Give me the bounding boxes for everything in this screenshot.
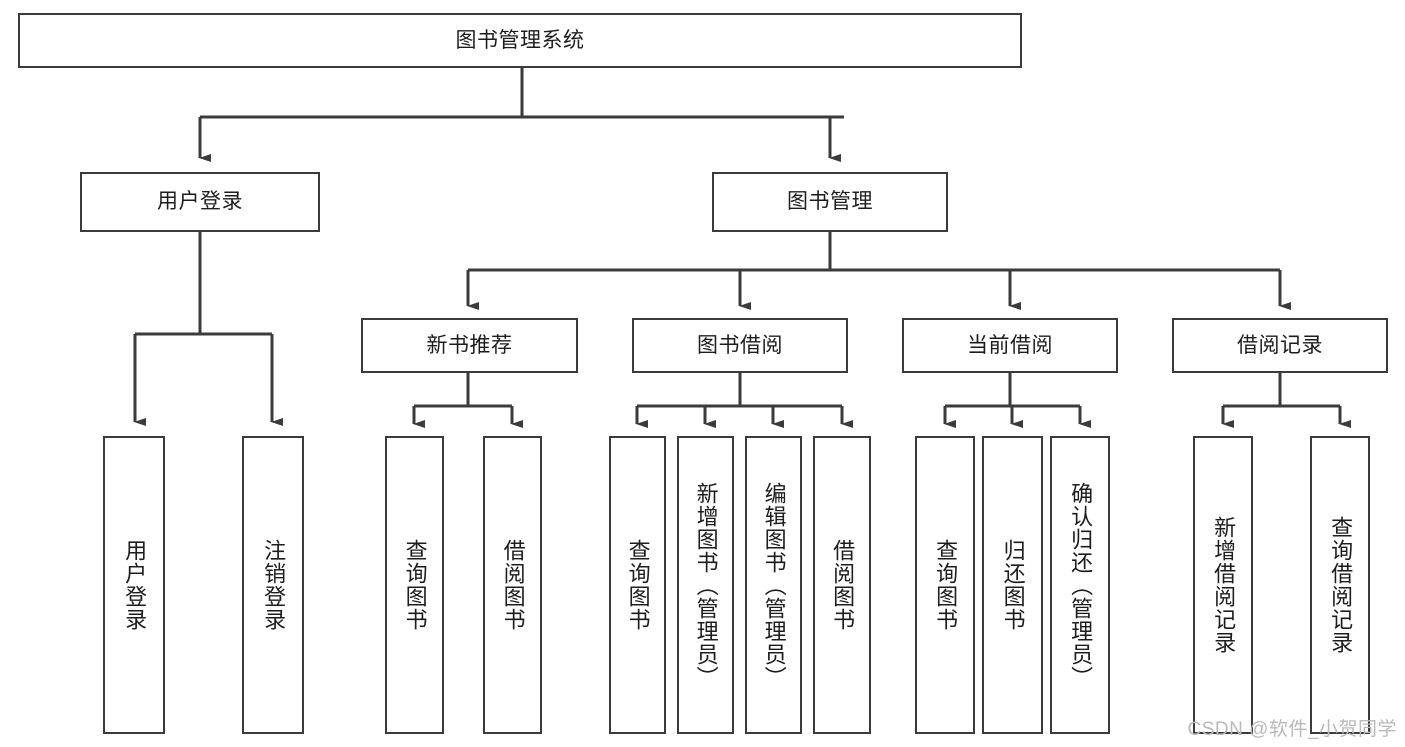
node-book-borrow[interactable]: 图书借阅 xyxy=(632,318,848,373)
node-leaf-logout-label: 注销登录 xyxy=(261,539,287,631)
node-leaf-return-book[interactable]: 归还图书 xyxy=(982,436,1043,734)
node-new-book-recommend[interactable]: 新书推荐 xyxy=(361,318,578,373)
node-leaf-return-book-label: 归还图书 xyxy=(1000,539,1026,631)
node-leaf-query-book-newbook-label: 查询图书 xyxy=(402,539,428,631)
node-current-borrow-label: 当前借阅 xyxy=(967,333,1053,357)
node-book-borrow-label: 图书借阅 xyxy=(697,333,783,357)
node-user-login-label: 用户登录 xyxy=(157,190,243,214)
node-borrow-record-label: 借阅记录 xyxy=(1237,333,1323,357)
node-book-management-label: 图书管理 xyxy=(787,190,873,214)
node-leaf-borrow-book-newbook-label: 借阅图书 xyxy=(500,539,526,631)
node-user-login[interactable]: 用户登录 xyxy=(80,172,320,232)
node-current-borrow[interactable]: 当前借阅 xyxy=(902,318,1118,373)
node-leaf-query-borrow-record[interactable]: 查询借阅记录 xyxy=(1310,436,1370,734)
node-book-management[interactable]: 图书管理 xyxy=(712,172,948,232)
node-leaf-confirm-return-admin[interactable]: 确认归还（管理员） xyxy=(1050,436,1110,734)
node-leaf-edit-book-admin-label: 编辑图书（管理员） xyxy=(761,481,787,689)
node-leaf-query-book-borrow-label: 查询图书 xyxy=(625,539,651,631)
node-root-label: 图书管理系统 xyxy=(455,28,585,52)
node-leaf-borrow-book-label: 借阅图书 xyxy=(830,539,856,631)
watermark: CSDN @软件_小贺同学 xyxy=(1187,719,1397,740)
node-leaf-borrow-book[interactable]: 借阅图书 xyxy=(813,436,871,734)
node-leaf-borrow-book-newbook[interactable]: 借阅图书 xyxy=(483,436,542,734)
node-borrow-record[interactable]: 借阅记录 xyxy=(1172,318,1388,373)
node-leaf-confirm-return-admin-label: 确认归还（管理员） xyxy=(1068,481,1094,689)
node-leaf-add-book-admin[interactable]: 新增图书（管理员） xyxy=(677,436,734,734)
node-leaf-query-book-borrow[interactable]: 查询图书 xyxy=(609,436,666,734)
node-leaf-query-book-current[interactable]: 查询图书 xyxy=(915,436,975,734)
node-leaf-add-borrow-record[interactable]: 新增借阅记录 xyxy=(1193,436,1253,734)
node-leaf-query-book-current-label: 查询图书 xyxy=(933,539,959,631)
node-leaf-user-login-label: 用户登录 xyxy=(122,539,148,631)
node-leaf-query-book-newbook[interactable]: 查询图书 xyxy=(385,436,444,734)
node-leaf-edit-book-admin[interactable]: 编辑图书（管理员） xyxy=(745,436,802,734)
node-leaf-query-borrow-record-label: 查询借阅记录 xyxy=(1328,516,1354,654)
node-leaf-logout[interactable]: 注销登录 xyxy=(242,436,304,734)
node-leaf-user-login[interactable]: 用户登录 xyxy=(103,436,165,734)
node-leaf-add-borrow-record-label: 新增借阅记录 xyxy=(1211,516,1237,654)
node-new-book-recommend-label: 新书推荐 xyxy=(426,333,513,357)
node-leaf-add-book-admin-label: 新增图书（管理员） xyxy=(693,481,719,689)
node-root[interactable]: 图书管理系统 xyxy=(18,13,1022,68)
